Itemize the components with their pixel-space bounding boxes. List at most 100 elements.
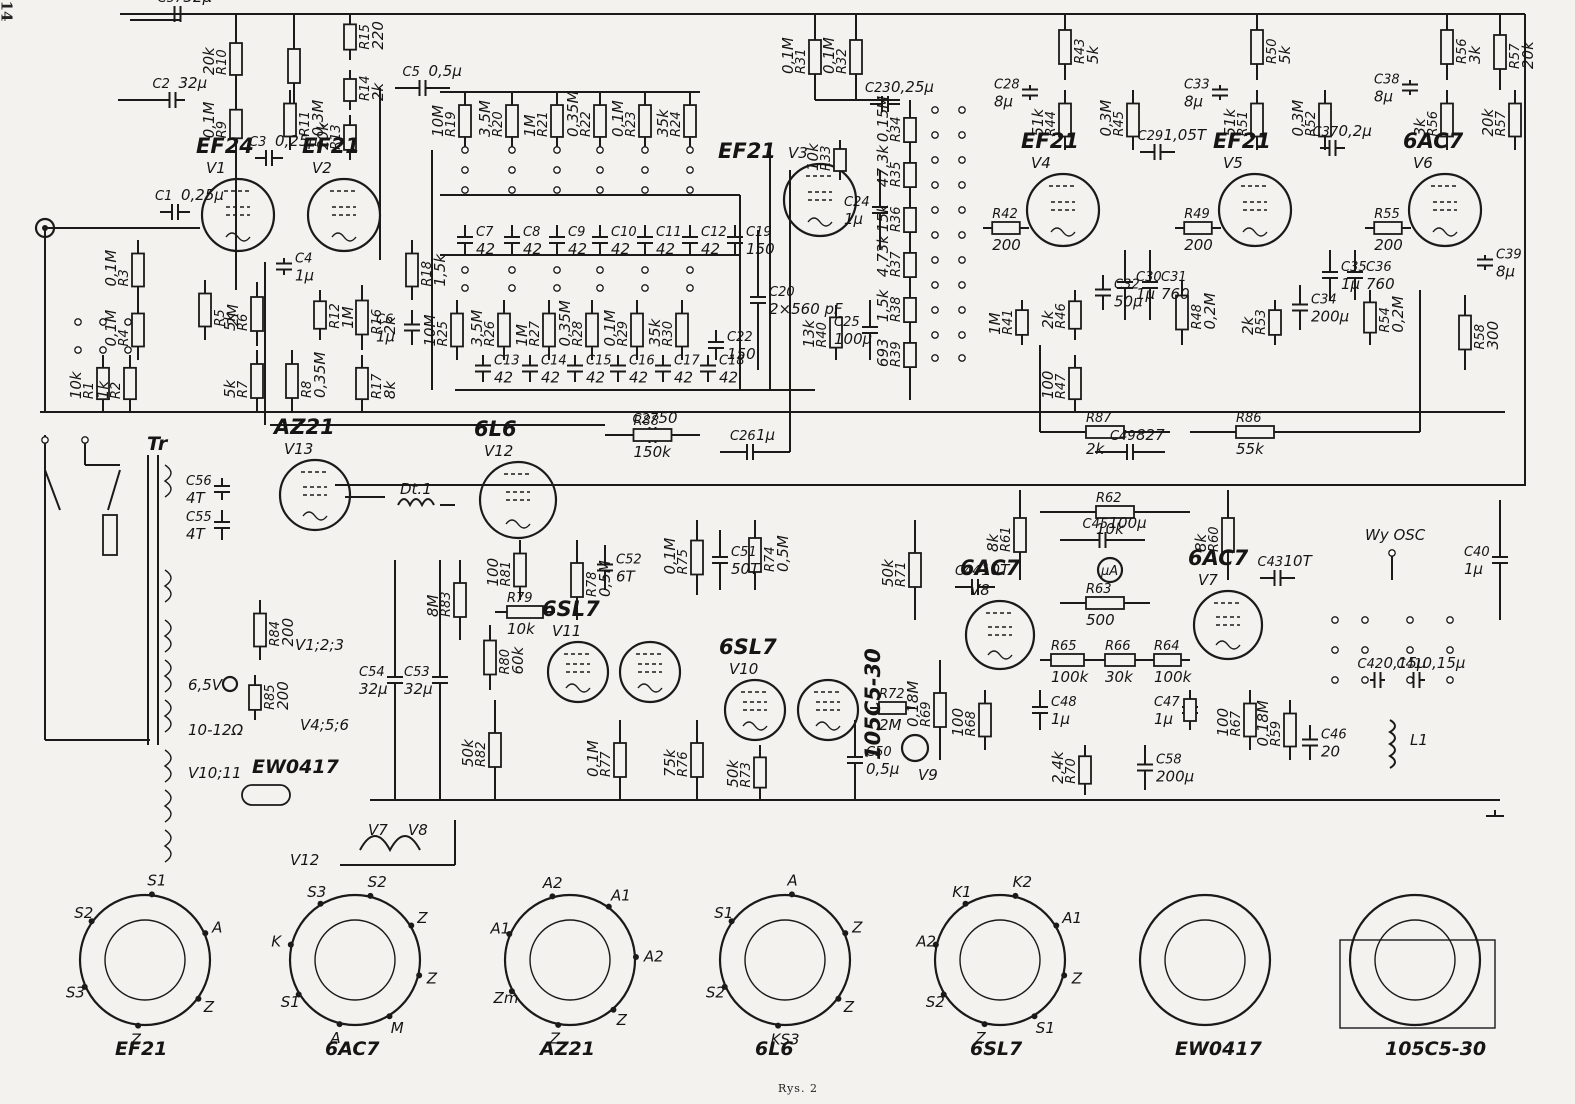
resistor-value: 75k	[661, 748, 679, 777]
terminal	[99, 346, 107, 354]
microammeter	[1096, 556, 1124, 584]
vacuum-tube	[1025, 172, 1101, 248]
capacitor-ref: C56	[186, 474, 212, 489]
pin	[416, 972, 423, 979]
resistor	[1058, 29, 1072, 65]
resistor-value: 0,1M	[601, 310, 619, 347]
terminal	[641, 186, 649, 194]
terminal	[931, 306, 939, 314]
pin-label: A	[329, 1029, 340, 1047]
page-number: 14	[0, 0, 16, 22]
capacitor-ref: C6	[376, 313, 393, 328]
resistor-ref: R61	[999, 526, 1014, 552]
pin	[508, 988, 515, 995]
pin	[1012, 892, 1019, 899]
resistor-value: 50k	[879, 558, 897, 587]
capacitor-value: 4T	[186, 525, 207, 543]
resistor-value: 0,35M	[564, 91, 582, 137]
wire	[335, 14, 1526, 486]
capacitor-ref: C4	[295, 252, 312, 267]
pin	[195, 995, 202, 1002]
resistor	[1363, 301, 1377, 334]
resistor	[542, 312, 556, 348]
transformer-winding	[163, 789, 172, 823]
pin	[962, 900, 969, 907]
resistor-value: 0,18M	[904, 681, 922, 727]
pinout-name: EW0417	[1175, 1038, 1263, 1060]
tube-ref: V12	[484, 442, 513, 460]
capacitor-ref: C48	[1051, 695, 1077, 710]
terminal	[508, 266, 516, 274]
terminal	[931, 231, 939, 239]
resistor-ref: R60	[1207, 526, 1222, 552]
resistor-value: 0,3M	[1289, 100, 1307, 137]
tube-ref: V10	[729, 660, 758, 678]
capacitor-value: 1µ	[756, 426, 775, 444]
resistor-value: 10k	[67, 370, 85, 399]
resistor-value: 35k	[646, 317, 664, 346]
terminal	[641, 166, 649, 174]
resistor-value: 0,1M	[661, 538, 679, 575]
capacitor-value: 42	[611, 240, 630, 258]
tube-cathode	[225, 232, 251, 242]
resistor-value: 10M	[429, 105, 447, 137]
pin-label: K1	[952, 883, 971, 901]
resistor-value: 2M	[224, 304, 242, 327]
pin	[408, 922, 415, 929]
tube-type: 6SL7	[719, 635, 777, 659]
resistor-value: 51k	[1029, 107, 1047, 136]
resistor	[250, 363, 264, 399]
resistor-ref: R2	[109, 382, 124, 399]
resistor	[593, 104, 607, 138]
resistor	[690, 539, 704, 576]
resistor-value: 0,3M	[1097, 100, 1115, 137]
vacuum-tube	[723, 678, 787, 742]
resistor-ref: R42	[992, 207, 1018, 222]
pin-label: Z	[203, 998, 215, 1016]
capacitor-value: 827	[1136, 426, 1165, 444]
resistor	[513, 552, 527, 588]
resistor-ref: R36	[889, 207, 904, 233]
capacitor-ref: C38	[1374, 73, 1400, 88]
resistor-ref: R43	[1073, 38, 1088, 64]
resistor-value: 2M	[879, 716, 902, 734]
pin	[605, 903, 612, 910]
terminal	[641, 146, 649, 154]
resistor-value: 0,35M	[556, 300, 574, 346]
resistor	[355, 366, 369, 401]
resistor-value: 10M	[421, 314, 439, 346]
capacitor-ref: C39	[1496, 248, 1522, 263]
resistor-value: 220	[369, 21, 387, 50]
resistor-ref: R47	[1054, 373, 1069, 399]
resistor-value: 30k	[1105, 668, 1134, 686]
resistor	[253, 612, 267, 648]
resistor-ref: R24	[669, 111, 684, 137]
resistor	[1015, 309, 1029, 336]
resistor-ref: R19	[444, 111, 459, 137]
resistor-value: 51k	[1221, 107, 1239, 136]
resistor-value: 1,5k	[874, 288, 892, 322]
capacitor-ref: C26	[730, 429, 756, 444]
resistor	[1068, 300, 1082, 330]
capacitor-value: 20	[1321, 743, 1340, 761]
capacitor-value: 42	[586, 369, 605, 387]
resistor-ref: R25	[436, 321, 451, 347]
pilot-lamp	[221, 675, 239, 693]
tube-ref: V4	[1031, 154, 1051, 172]
capacitor-ref: C11	[656, 225, 682, 240]
resistor	[1221, 517, 1235, 553]
vacuum-tube	[200, 177, 276, 253]
tube-grid	[814, 691, 842, 711]
capacitor-value: 0,15µ	[1384, 654, 1427, 672]
resistor-ref: R5	[213, 309, 228, 326]
resistor-value: 0,1M	[609, 100, 627, 137]
resistor-value: 8M	[424, 594, 442, 617]
resistor-ref: R26	[483, 321, 498, 347]
resistor-ref: R67	[1229, 710, 1244, 736]
pin-label: S1	[1036, 1019, 1055, 1037]
pin-label: A	[211, 918, 222, 936]
resistor-ref: R71	[894, 561, 909, 587]
tube-cathode	[637, 683, 663, 693]
terminal	[686, 266, 694, 274]
capacitor-value: 42	[719, 369, 738, 387]
